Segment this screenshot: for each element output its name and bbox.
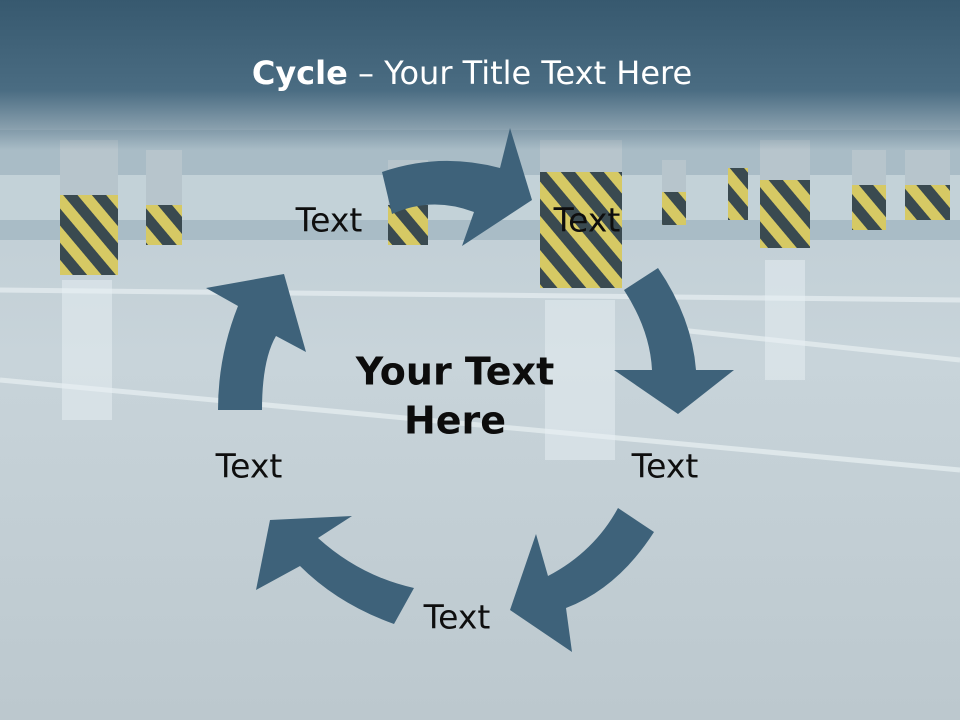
pillars-group xyxy=(60,140,950,288)
cycle-label-right: Text xyxy=(631,446,699,486)
cycle-arrow-5 xyxy=(206,274,306,410)
cycle-arrow-1 xyxy=(382,128,532,246)
slide-title: Cycle – Your Title Text Here xyxy=(0,54,944,92)
cycle-arrow-4 xyxy=(256,516,414,624)
title-rest: – Your Title Text Here xyxy=(347,54,693,92)
title-band xyxy=(0,0,960,150)
title-bold-word: Cycle xyxy=(251,54,348,92)
cycle-arrow-3 xyxy=(510,508,654,652)
cycle-label-top-right: Text xyxy=(553,200,621,240)
cycle-arrow-2 xyxy=(614,268,734,414)
cycle-label-bottom: Text xyxy=(423,597,491,637)
cycle-label-top-left: Text xyxy=(295,200,363,240)
cycle-label-left: Text xyxy=(215,446,283,486)
cycle-center-text: Your Text Here xyxy=(355,349,555,443)
